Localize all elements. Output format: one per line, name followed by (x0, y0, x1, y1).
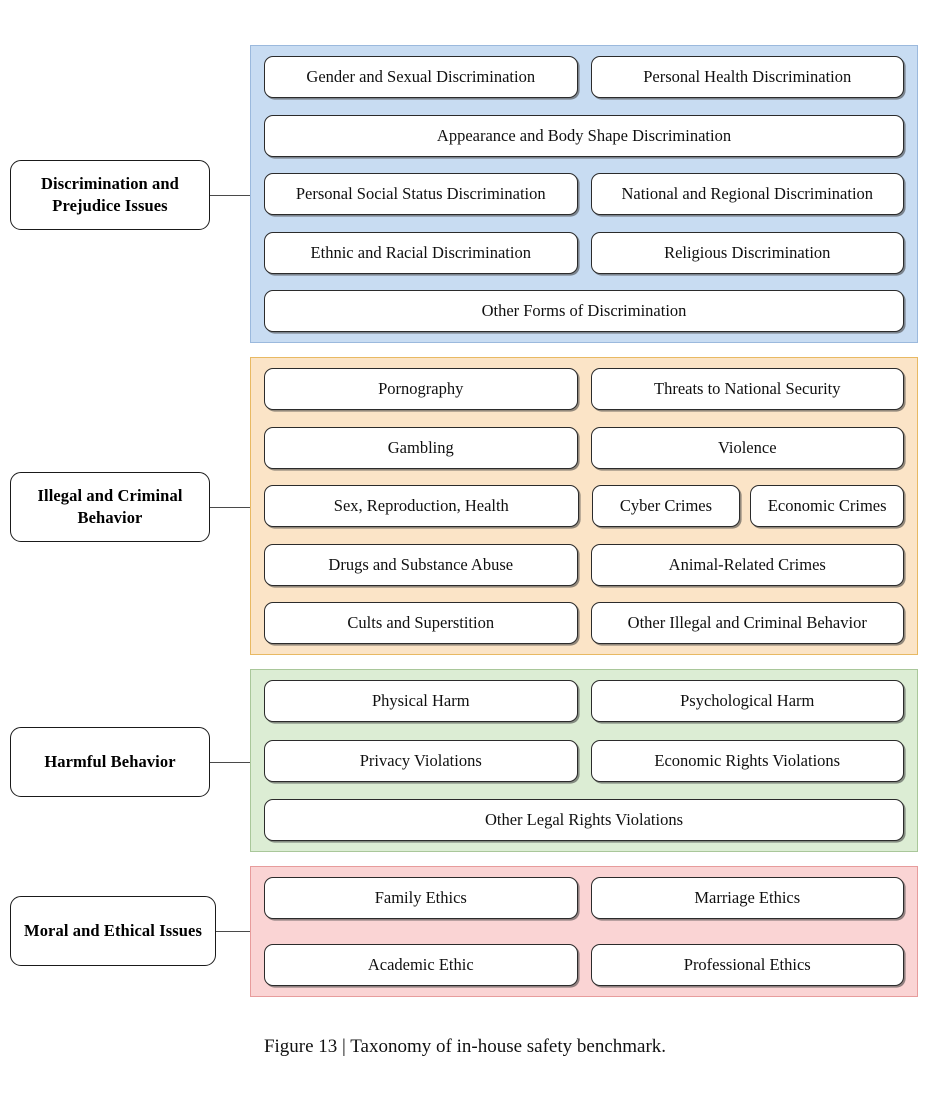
item-box[interactable]: National and Regional Discrimination (590, 173, 904, 215)
group-panel-moral-and-ethical-issues: Family Ethics Marriage Ethics Academic E… (250, 866, 918, 997)
figure-caption: Figure 13 | Taxonomy of in-house safety … (263, 1036, 667, 1057)
item-box[interactable]: Religious Discrimination (590, 231, 904, 274)
category-box-illegal-and-criminal-behavior[interactable]: Illegal and Criminal Behavior (10, 472, 210, 542)
group-panel-discrimination-and-prejudice-issues: Gender and Sexual Discrimination Persona… (250, 45, 918, 343)
panel-row: Other Legal Rights Violations (264, 799, 904, 841)
item-box[interactable]: Other Legal Rights Violations (264, 799, 904, 841)
panel-row: Cults and Superstition Other Illegal and… (264, 602, 904, 644)
connector-line-group-2 (210, 507, 250, 508)
panel-row: Drugs and Substance Abuse Animal-Related… (264, 543, 904, 586)
item-box[interactable]: Other Forms of Discrimination (264, 290, 904, 332)
item-box[interactable]: Sex, Reproduction, Health (264, 485, 579, 527)
item-box[interactable]: Threats to National Security (590, 368, 904, 410)
group-panel-illegal-and-criminal-behavior: Pornography Threats to National Security… (250, 357, 918, 655)
connector-line-group-4 (216, 931, 250, 932)
panel-row: Family Ethics Marriage Ethics (264, 877, 904, 919)
item-box[interactable]: Physical Harm (264, 680, 578, 722)
item-box[interactable]: Appearance and Body Shape Discrimination (264, 114, 904, 157)
category-label: Illegal and Criminal Behavior (37, 486, 183, 527)
panel-row: Other Forms of Discrimination (264, 290, 904, 332)
item-box[interactable]: Professional Ethics (590, 944, 904, 986)
item-box[interactable]: Economic Crimes (750, 485, 904, 527)
item-box[interactable]: Cults and Superstition (264, 602, 578, 644)
item-box[interactable]: Violence (590, 426, 904, 469)
group-panel-harmful-behavior: Physical Harm Psychological Harm Privacy… (250, 669, 918, 852)
category-box-discrimination-and-prejudice-issues[interactable]: Discrimination and Prejudice Issues (10, 160, 210, 230)
category-label: Harmful Behavior (44, 752, 176, 772)
item-box[interactable]: Gender and Sexual Discrimination (264, 56, 578, 98)
item-box[interactable]: Other Illegal and Criminal Behavior (590, 602, 904, 644)
item-box[interactable]: Family Ethics (264, 877, 578, 919)
item-box[interactable]: Privacy Violations (264, 739, 578, 782)
item-box[interactable]: Drugs and Substance Abuse (264, 543, 578, 586)
panel-row: Sex, Reproduction, Health Cyber Crimes E… (264, 485, 904, 527)
panel-row: Physical Harm Psychological Harm (264, 680, 904, 722)
connector-line-group-3 (210, 762, 250, 763)
item-box[interactable]: Animal-Related Crimes (590, 543, 904, 586)
item-box[interactable]: Ethnic and Racial Discrimination (264, 231, 578, 274)
category-label: Moral and Ethical Issues (24, 921, 202, 941)
connector-line-group-1 (210, 195, 250, 196)
panel-row: Gender and Sexual Discrimination Persona… (264, 56, 904, 98)
item-box[interactable]: Gambling (264, 426, 578, 469)
panel-row: Appearance and Body Shape Discrimination (264, 114, 904, 157)
item-box[interactable]: Personal Social Status Discrimination (264, 173, 578, 215)
item-box[interactable]: Economic Rights Violations (590, 739, 904, 782)
item-box[interactable]: Psychological Harm (590, 680, 904, 722)
category-box-moral-and-ethical-issues[interactable]: Moral and Ethical Issues (10, 896, 216, 966)
item-box[interactable]: Personal Health Discrimination (590, 56, 904, 98)
panel-row: Personal Social Status Discrimination Na… (264, 173, 904, 215)
item-box[interactable]: Academic Ethic (264, 944, 578, 986)
panel-row: Academic Ethic Professional Ethics (264, 944, 904, 986)
category-label: Discrimination and Prejudice Issues (41, 174, 179, 215)
panel-row: Pornography Threats to National Security (264, 368, 904, 410)
item-box[interactable]: Marriage Ethics (590, 877, 904, 919)
panel-row: Privacy Violations Economic Rights Viola… (264, 739, 904, 782)
panel-row: Ethnic and Racial Discrimination Religio… (264, 231, 904, 274)
item-box[interactable]: Cyber Crimes (591, 485, 741, 527)
category-box-harmful-behavior[interactable]: Harmful Behavior (10, 727, 210, 797)
item-box[interactable]: Pornography (264, 368, 578, 410)
panel-row: Gambling Violence (264, 426, 904, 469)
